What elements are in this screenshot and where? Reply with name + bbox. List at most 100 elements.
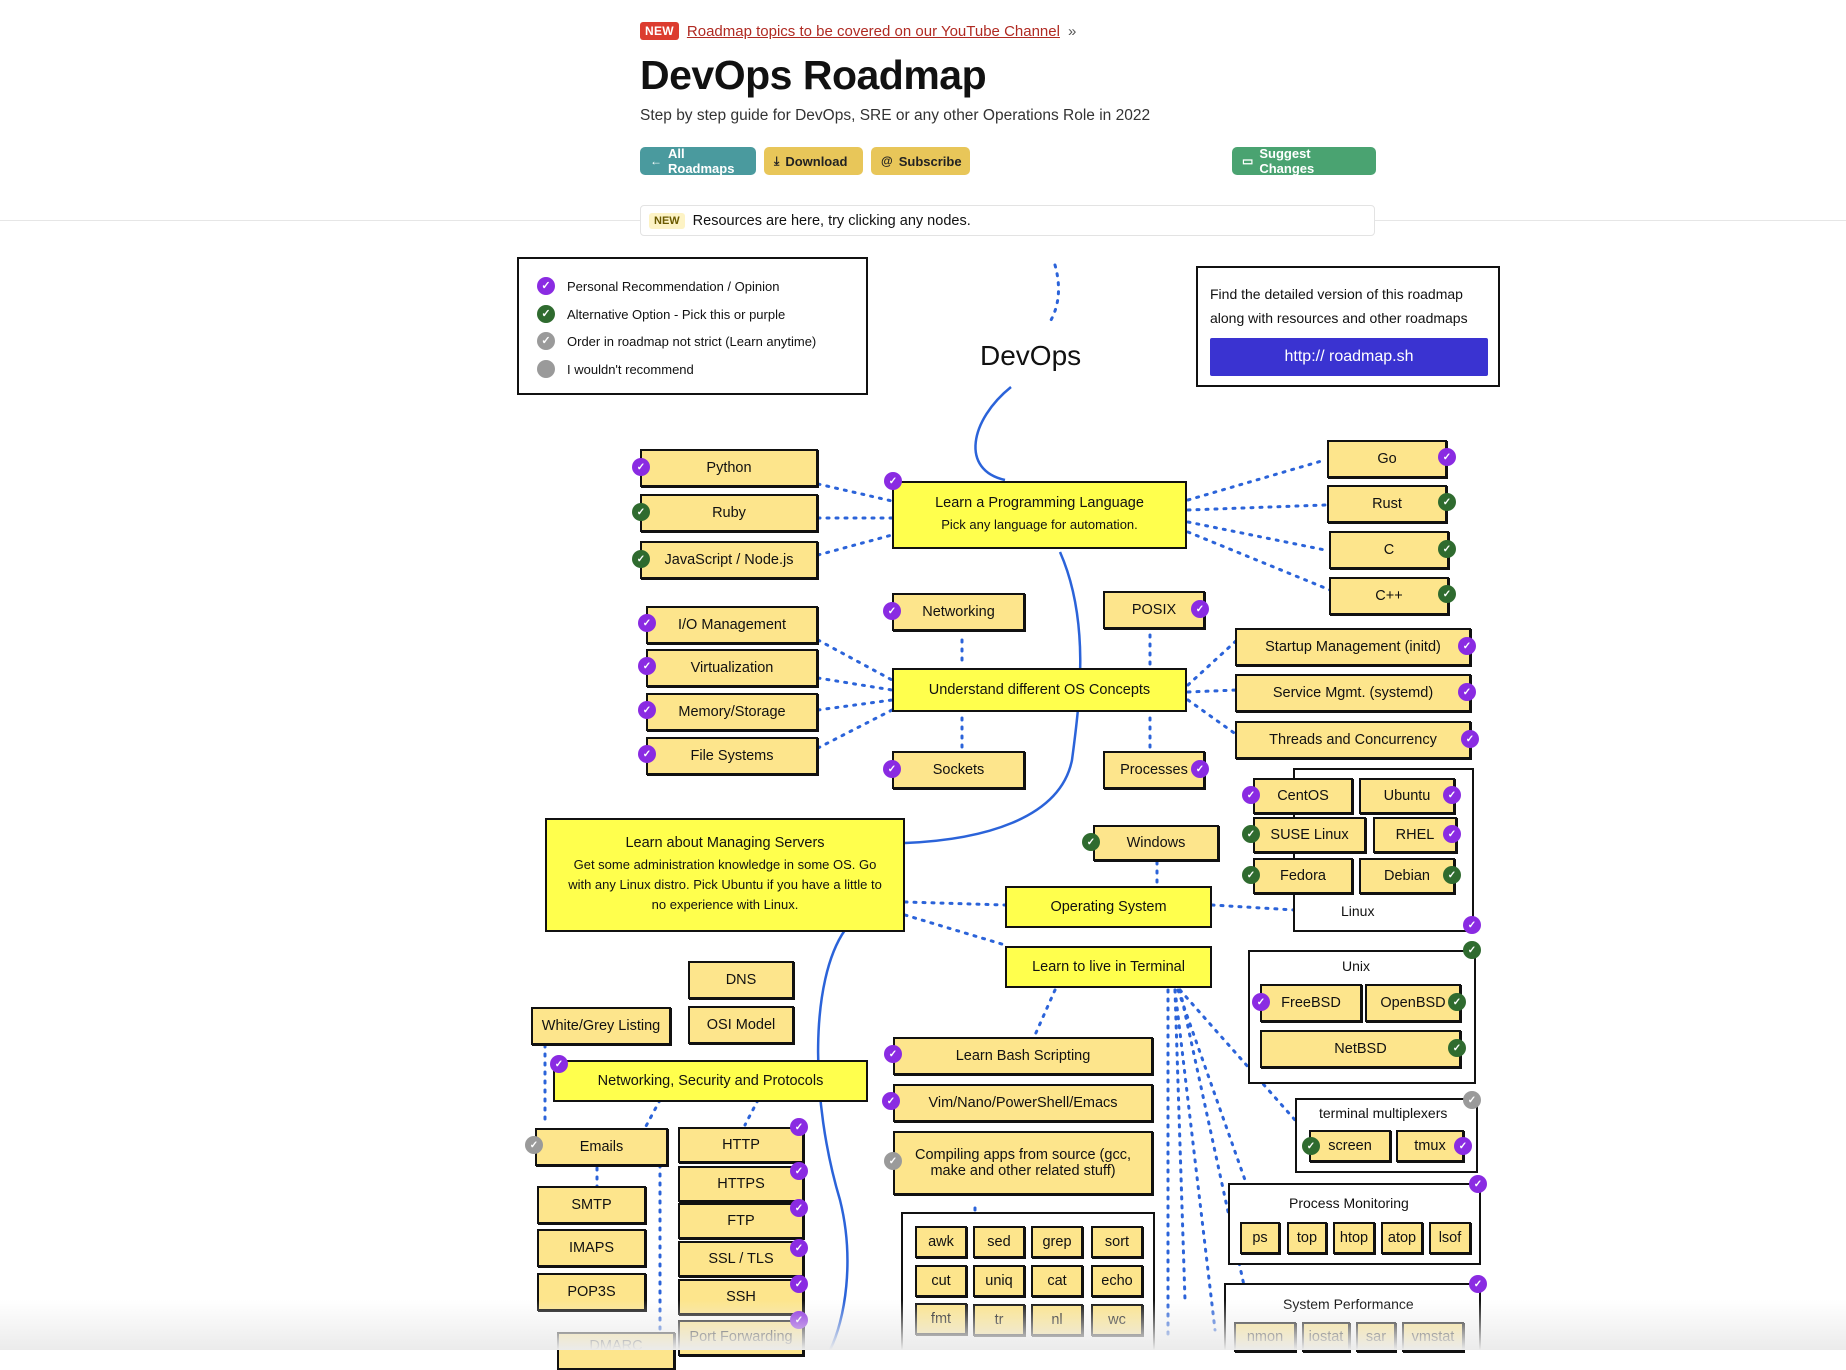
all-roadmaps-button[interactable]: ← All Roadmaps [640,146,756,176]
node-tmux[interactable]: tmux [1396,1130,1464,1162]
suggest-changes-button[interactable]: ▭ Suggest Changes [1232,146,1376,176]
node-screen[interactable]: screen [1309,1130,1391,1162]
purple-check-icon: ✓ [1469,1175,1487,1193]
node-debian[interactable]: Debian [1359,858,1455,894]
page-subtitle: Step by step guide for DevOps, SRE or an… [640,107,1151,124]
node-rust[interactable]: Rust [1327,485,1447,523]
node-ps[interactable]: ps [1240,1222,1280,1254]
node-javascript[interactable]: JavaScript / Node.js [640,541,818,579]
node-posix[interactable]: POSIX [1103,591,1205,629]
purple-check-icon: ✓ [882,1092,900,1110]
download-button[interactable]: ⤓ Download [764,147,863,175]
youtube-topics-link[interactable]: Roadmap topics to be covered on our YouT… [686,22,1060,40]
node-ruby[interactable]: Ruby [640,494,818,532]
node-virtualization[interactable]: Virtualization [646,649,818,687]
node-white-grey-listing[interactable]: White/Grey Listing [531,1007,671,1045]
download-label: Download [785,153,848,169]
purple-check-icon: ✓ [1443,825,1461,843]
topic-operating-system[interactable]: Operating System [1005,886,1212,928]
multiplexers-label: terminal multiplexers [1319,1105,1448,1121]
topic-programming-language[interactable]: Learn a Programming Language Pick any la… [892,481,1187,549]
purple-check-icon: ✓ [1191,760,1209,778]
node-file-systems[interactable]: File Systems [646,737,818,775]
node-networking[interactable]: Networking [892,593,1025,631]
node-sed[interactable]: sed [973,1226,1025,1258]
node-https[interactable]: HTTPS [678,1166,804,1202]
subscribe-button[interactable]: @ Subscribe [871,147,970,175]
topic-title: Learn to live in Terminal [1032,959,1185,975]
node-smtp[interactable]: SMTP [537,1186,646,1224]
all-roadmaps-label: All Roadmaps [668,146,735,176]
purple-check-icon: ✓ [550,1055,568,1073]
announcement-bar: NEW Roadmap topics to be covered on our … [640,22,1076,40]
node-go[interactable]: Go [1327,440,1447,478]
node-ssl-tls[interactable]: SSL / TLS [678,1241,804,1277]
topic-terminal[interactable]: Learn to live in Terminal [1005,946,1212,988]
node-bash-scripting[interactable]: Learn Bash Scripting [893,1037,1153,1075]
node-top[interactable]: top [1287,1222,1327,1254]
topic-networking-security[interactable]: Networking, Security and Protocols [553,1060,868,1102]
legend-text: Personal Recommendation / Opinion [567,278,780,294]
node-echo[interactable]: echo [1091,1265,1143,1297]
node-threads-concurrency[interactable]: Threads and Concurrency [1235,721,1471,759]
node-http[interactable]: HTTP [678,1127,804,1163]
node-imaps[interactable]: IMAPS [537,1229,646,1267]
purple-check-icon: ✓ [790,1275,808,1293]
node-centos[interactable]: CentOS [1253,778,1353,814]
legend-box: ✓ Personal Recommendation / Opinion ✓ Al… [517,257,868,395]
node-startup-management[interactable]: Startup Management (initd) [1235,628,1471,666]
node-atop[interactable]: atop [1381,1222,1423,1254]
node-fedora[interactable]: Fedora [1253,858,1353,894]
topic-managing-servers[interactable]: Learn about Managing Servers Get some ad… [545,818,905,932]
node-lsof[interactable]: lsof [1429,1222,1471,1254]
green-check-icon: ✓ [537,305,555,323]
node-dns[interactable]: DNS [688,961,794,999]
purple-check-icon: ✓ [884,472,902,490]
node-awk[interactable]: awk [915,1226,967,1258]
topic-title: Operating System [1050,899,1167,915]
node-windows[interactable]: Windows [1093,825,1219,861]
purple-check-icon: ✓ [1438,448,1456,466]
node-compiling-apps[interactable]: Compiling apps from source (gcc, make an… [893,1131,1153,1195]
node-cut[interactable]: cut [915,1265,967,1297]
node-service-mgmt[interactable]: Service Mgmt. (systemd) [1235,674,1471,712]
purple-check-icon: ✓ [632,458,650,476]
node-memory-storage[interactable]: Memory/Storage [646,693,818,731]
node-ftp[interactable]: FTP [678,1203,804,1239]
purple-check-icon: ✓ [790,1118,808,1136]
promo-line-2: along with resources and other roadmaps [1210,310,1468,326]
node-processes[interactable]: Processes [1103,751,1205,789]
node-cat[interactable]: cat [1031,1265,1083,1297]
topic-title: Networking, Security and Protocols [597,1073,824,1089]
node-htop[interactable]: htop [1333,1222,1375,1254]
promo-text: Find the detailed version of this roadma… [1210,282,1468,330]
roadmap-sh-link[interactable]: http:// roadmap.sh [1210,338,1488,376]
node-netbsd[interactable]: NetBSD [1260,1030,1461,1068]
green-check-icon: ✓ [1242,825,1260,843]
node-ubuntu[interactable]: Ubuntu [1359,778,1455,814]
node-editors[interactable]: Vim/Nano/PowerShell/Emacs [893,1084,1153,1122]
bottom-fade [0,1300,1846,1350]
node-emails[interactable]: Emails [535,1128,668,1166]
node-cpp[interactable]: C++ [1329,577,1449,615]
node-freebsd[interactable]: FreeBSD [1260,984,1362,1022]
node-c[interactable]: C [1329,531,1449,569]
purple-check-icon: ✓ [1469,1275,1487,1293]
node-openbsd[interactable]: OpenBSD [1365,984,1461,1022]
node-io-management[interactable]: I/O Management [646,606,818,644]
node-suse-linux[interactable]: SUSE Linux [1253,817,1366,853]
purple-check-icon: ✓ [883,602,901,620]
green-check-icon: ✓ [1438,493,1456,511]
node-osi-model[interactable]: OSI Model [688,1006,794,1044]
node-sort[interactable]: sort [1091,1226,1143,1258]
comment-icon: ▭ [1242,154,1254,168]
green-check-icon: ✓ [632,550,650,568]
node-sockets[interactable]: Sockets [892,751,1025,789]
new-badge: NEW [640,22,679,40]
green-check-icon: ✓ [1443,866,1461,884]
node-uniq[interactable]: uniq [973,1265,1025,1297]
node-python[interactable]: Python [640,449,818,487]
topic-subtitle: Get some administration knowledge in som… [568,857,882,912]
topic-os-concepts[interactable]: Understand different OS Concepts [892,668,1187,712]
node-grep[interactable]: grep [1031,1226,1083,1258]
